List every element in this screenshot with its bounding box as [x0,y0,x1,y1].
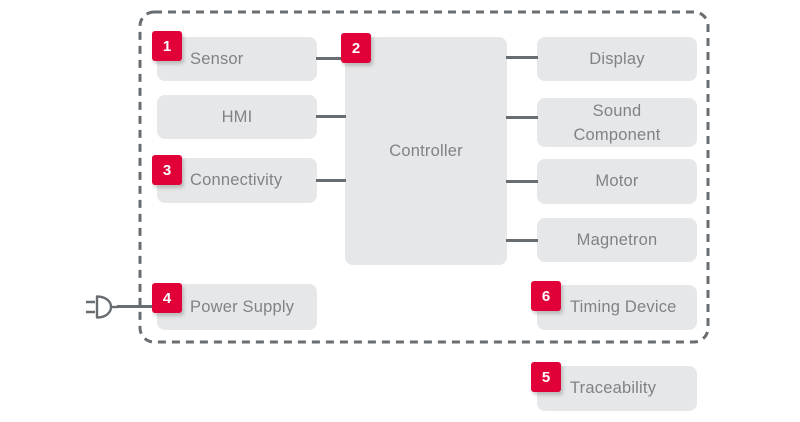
node-timing-device: Timing Device [537,285,697,330]
dashed-boundary [138,10,710,344]
wire-controller-motor [506,180,538,183]
node-power-supply-label: Power Supply [190,297,295,316]
wire-hmi-controller [316,115,346,118]
node-magnetron-label: Magnetron [576,230,658,249]
node-sound-component: Sound Component [537,98,697,147]
node-sensor-label: Sensor [190,49,244,68]
badge-2-number: 2 [351,39,361,57]
wire-controller-display [506,56,538,59]
badge-5-number: 5 [541,368,551,386]
node-hmi-label: HMI [221,107,253,126]
wire-sensor-controller [316,57,346,60]
node-connectivity-label: Connectivity [190,171,283,189]
badge-5-traceability: 5 [531,362,561,392]
wire-controller-magnetron [506,239,538,242]
node-hmi: HMI [157,95,317,139]
wire-controller-sound [506,116,538,119]
badge-6-timing-device: 6 [531,281,561,311]
node-sound-component-label: Sound Component [573,101,661,144]
node-timing-device-label: Timing Device [570,298,677,316]
badge-2-controller: 2 [341,33,371,63]
wire-plug-to-power-supply [117,305,154,308]
badge-3-connectivity: 3 [152,155,182,185]
node-magnetron: Magnetron [537,218,697,262]
node-power-supply: Power Supply [157,284,317,330]
power-plug-icon [86,295,118,319]
badge-3-number: 3 [162,161,172,179]
node-controller: Controller [345,37,507,265]
badge-1-number: 1 [162,37,172,55]
badge-6-number: 6 [541,287,551,305]
badge-1-sensor: 1 [152,31,182,61]
node-display-label: Display [589,49,645,68]
badge-4-power-supply: 4 [152,283,182,313]
node-sensor: Sensor [157,37,317,81]
wire-connectivity-controller [316,179,346,182]
node-motor-label: Motor [595,172,639,190]
node-controller-label: Controller [389,141,463,160]
node-traceability-label: Traceability [570,379,657,397]
badge-4-number: 4 [162,289,172,307]
node-display: Display [537,37,697,81]
node-motor: Motor [537,159,697,204]
node-connectivity: Connectivity [157,158,317,203]
node-traceability: Traceability [537,366,697,411]
